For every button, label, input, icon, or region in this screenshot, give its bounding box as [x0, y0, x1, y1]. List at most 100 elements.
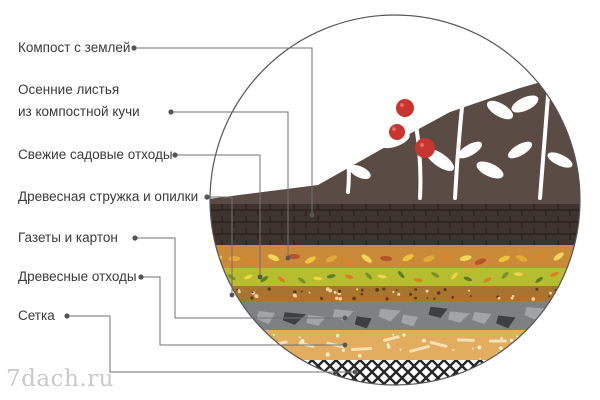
chip-dot: [451, 295, 455, 299]
label-leaves-line2: из компостной кучи: [18, 104, 140, 119]
wood-dot: [357, 353, 362, 358]
leaf-icon: [267, 254, 280, 262]
wood-dot: [241, 351, 244, 354]
wood-dot: [272, 349, 275, 352]
pointer-dot: [257, 274, 263, 280]
leaf-icon: [448, 88, 476, 104]
chip-dot: [227, 295, 231, 298]
wood-dot: [240, 347, 245, 352]
chip-dot: [207, 295, 210, 298]
chip-dot: [409, 292, 413, 296]
chip-dot: [583, 293, 586, 296]
chip-dot: [395, 289, 398, 291]
leaf-icon: [535, 253, 547, 261]
scrap-icon: [451, 272, 458, 280]
scrap-icon: [244, 274, 253, 280]
chip-dot: [293, 290, 297, 294]
wood-dot: [516, 335, 518, 338]
chip-dot: [360, 288, 364, 292]
label-dot: [138, 274, 144, 280]
wood-dot: [477, 345, 482, 350]
leader-line: [134, 47, 313, 215]
leaf-icon: [474, 258, 487, 265]
plant-stem: [453, 40, 472, 200]
label-garden-waste: Свежие садовые отходы: [18, 147, 173, 162]
stick-icon: [216, 349, 235, 355]
scrap-icon: [298, 277, 306, 284]
leaf-icon: [246, 258, 259, 264]
scrap-icon: [397, 271, 405, 279]
wood-dot: [272, 333, 275, 336]
label-leaves-line1: Осенние листья: [18, 82, 120, 97]
paper-scrap-icon: [401, 314, 419, 327]
chip-dot: [254, 294, 259, 299]
paper-scrap-icon: [524, 307, 549, 321]
wood-dot: [399, 348, 402, 351]
pointer-dot: [309, 212, 315, 218]
leader-line: [171, 111, 289, 258]
leaf-icon: [476, 161, 504, 179]
compost-layer: [210, 204, 580, 246]
stick-icon: [543, 345, 568, 351]
scrap-icon: [365, 272, 373, 280]
leaf-icon: [349, 165, 371, 179]
chip-dot: [531, 297, 536, 301]
paper-scrap-icon: [282, 312, 306, 325]
wood-dot: [261, 341, 265, 344]
label-newspapers: Газеты и картон: [18, 230, 118, 245]
leader-line: [175, 154, 261, 277]
leaf-icon: [439, 254, 451, 262]
leaf-icon: [361, 254, 372, 263]
leaf-icon: [552, 86, 578, 106]
wood-dot: [588, 339, 590, 341]
chip-dot: [335, 296, 339, 300]
wood-dot: [511, 357, 514, 360]
tomato-icon: [389, 124, 405, 140]
plant-stem: [390, 38, 423, 200]
wood-dot: [496, 354, 500, 359]
pointer-dot: [352, 369, 358, 375]
leaf-icon: [287, 253, 300, 260]
scrap-icon: [463, 276, 473, 282]
wood-dot: [254, 340, 258, 343]
chip-dot: [443, 288, 447, 292]
wood-dot: [471, 347, 474, 350]
chip-dot: [333, 290, 337, 294]
leaf-icon: [511, 95, 539, 113]
chip-dot: [375, 287, 379, 292]
scrap-icon: [212, 274, 222, 279]
wood-dot: [574, 331, 577, 335]
label-compost: Компост с землей: [18, 40, 131, 55]
paper-scrap-icon: [448, 311, 470, 323]
chip-dot: [510, 296, 514, 300]
scrap-icon: [344, 274, 354, 279]
chip-dot: [308, 291, 311, 294]
paper-scrap-icon: [549, 308, 568, 321]
leaf-icon: [325, 255, 337, 263]
wood-dot: [562, 334, 565, 337]
scrap-icon: [313, 276, 323, 281]
label-wood-waste: Древесные отходы: [18, 269, 137, 284]
paper-scrap-icon: [472, 311, 492, 325]
leader-line: [67, 315, 355, 373]
chip-dot: [535, 287, 539, 291]
plant-stem: [336, 108, 351, 194]
wood-dot: [300, 339, 305, 344]
leaf-icon: [415, 87, 445, 109]
wood-dot: [581, 355, 583, 357]
stick-icon: [457, 338, 475, 342]
wood-dot: [499, 346, 503, 350]
scrap-icon: [513, 272, 523, 276]
stick-icon: [383, 335, 400, 342]
leaf-icon: [340, 110, 364, 126]
label-dot: [168, 109, 174, 115]
scrap-icon: [431, 272, 440, 278]
leaf-icon: [342, 257, 353, 266]
wood-dot: [325, 352, 330, 357]
chip-dot: [414, 296, 418, 300]
chip-dot: [328, 288, 333, 293]
chip-dot: [337, 289, 342, 294]
chip-dot: [215, 293, 218, 297]
tomato-icon: [415, 138, 435, 158]
leaf-icon: [318, 153, 342, 167]
